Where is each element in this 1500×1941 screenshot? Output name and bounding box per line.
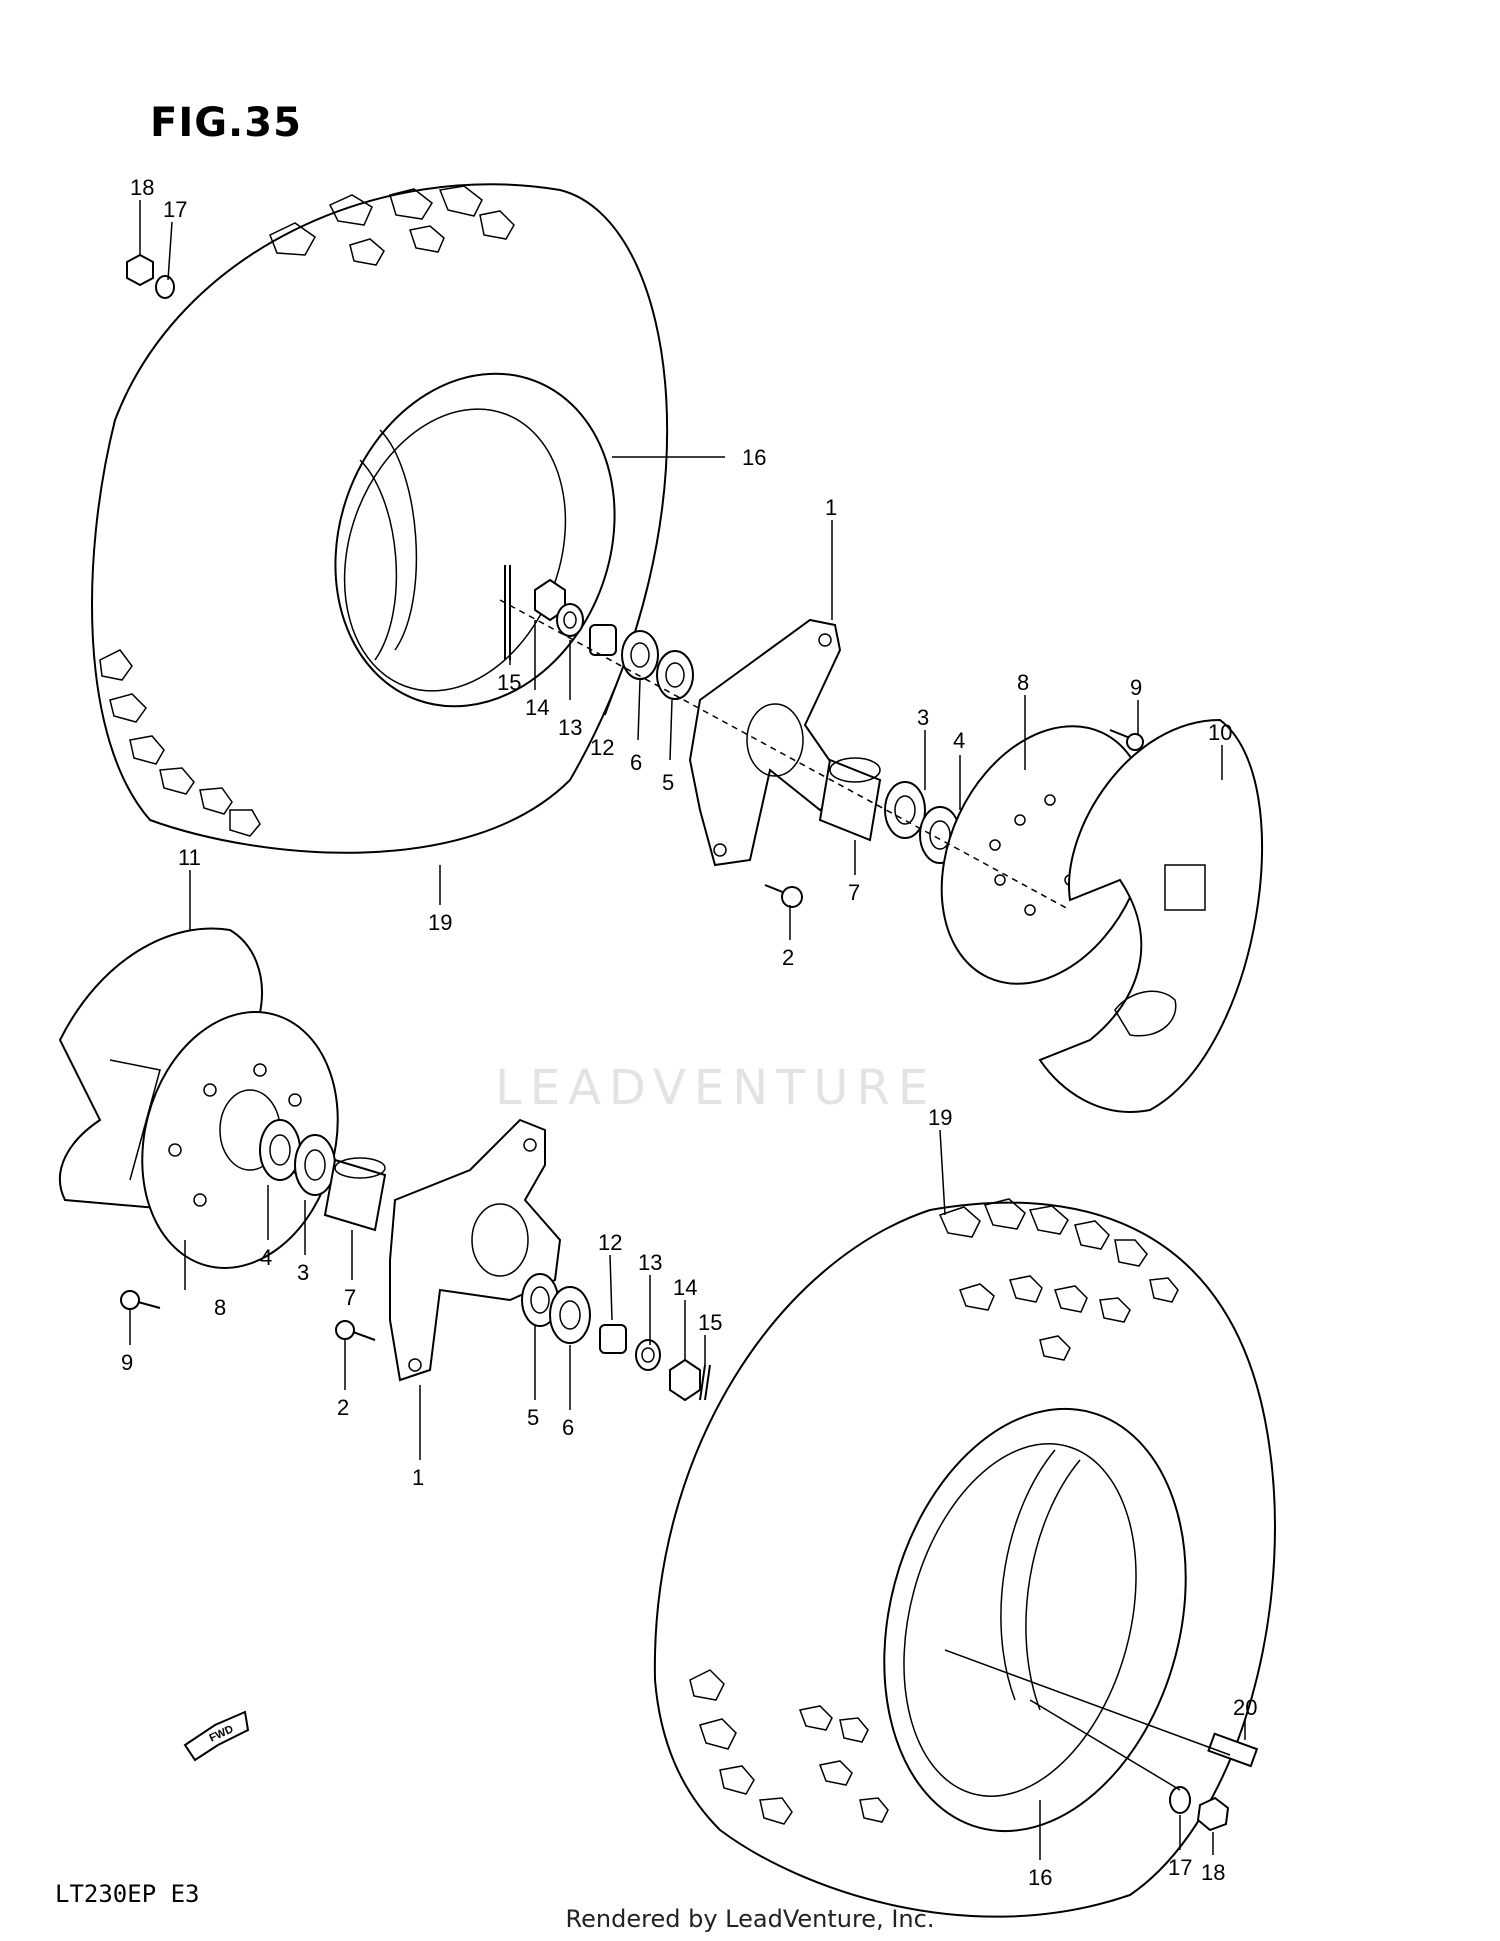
valve-stem-20	[1207, 1732, 1259, 1768]
render-credit: Rendered by LeadVenture, Inc.	[565, 1905, 935, 1933]
callout-17-bottom: 17	[1168, 1855, 1192, 1880]
callout-5-bottom: 5	[527, 1405, 539, 1430]
callout-2-top: 2	[782, 945, 794, 970]
callout-18-bottom: 18	[1201, 1860, 1225, 1885]
spacer-bottom	[599, 1324, 627, 1354]
callout-9-top: 9	[1130, 675, 1142, 700]
callout-7-top: 7	[848, 880, 860, 905]
washer-bottom	[635, 1339, 661, 1371]
callout-16-bottom: 16	[1028, 1865, 1052, 1890]
washer-17-bottom	[1169, 1786, 1191, 1814]
washer-top	[556, 603, 584, 637]
wheel-rim-bottom	[883, 1407, 1187, 1833]
disc-cover-top	[1038, 718, 1264, 1113]
nut-18-bottom	[1196, 1796, 1230, 1832]
bearing-top-outer	[656, 650, 694, 700]
bolt-2-bottom	[335, 1320, 376, 1341]
model-code: LT230EP E3	[55, 1880, 200, 1908]
callout-4-bottom: 4	[260, 1245, 272, 1270]
bearing-bottom-3	[294, 1134, 336, 1196]
fwd-arrow-icon: FWD	[183, 1710, 250, 1762]
callout-9-bottom: 9	[121, 1350, 133, 1375]
hub-top	[688, 618, 852, 867]
callout-19-top: 19	[428, 910, 452, 935]
hub-bottom	[389, 1118, 562, 1382]
oil-seal-bottom	[549, 1286, 591, 1344]
callout-11: 11	[178, 845, 201, 870]
leader-lines	[129, 200, 1246, 1860]
castle-nut-bottom	[669, 1358, 701, 1402]
callout-8-top: 8	[1017, 670, 1029, 695]
cotter-pin-top	[504, 565, 511, 660]
callout-8-bottom: 8	[214, 1295, 226, 1320]
figure-title: FIG.35	[150, 100, 302, 146]
callout-17-top: 17	[163, 197, 187, 222]
bearing-top-inner-3	[884, 781, 926, 839]
tire-bottom	[653, 1198, 1276, 1918]
callout-12-top: 12	[590, 735, 614, 760]
callout-1-top: 1	[825, 495, 837, 520]
oil-seal-top	[621, 630, 659, 680]
callout-13-top: 13	[558, 715, 582, 740]
callout-3-top: 3	[917, 705, 929, 730]
callout-15-top: 15	[497, 670, 521, 695]
callout-15-bottom: 15	[698, 1310, 722, 1335]
callout-14-bottom: 14	[673, 1275, 697, 1300]
bearing-bottom-4	[259, 1119, 301, 1181]
callout-2-bottom: 2	[337, 1395, 349, 1420]
callout-6-top: 6	[630, 750, 642, 775]
tire-top	[91, 183, 669, 854]
callout-16-top: 16	[742, 445, 766, 470]
spacer-sleeve-top	[818, 757, 882, 842]
nut-18-top	[126, 253, 154, 287]
callout-13-bottom: 13	[638, 1250, 662, 1275]
callout-20: 20	[1233, 1695, 1257, 1720]
bolt-2-top	[764, 884, 803, 908]
watermark-text: LEADVENTURE	[495, 1060, 937, 1116]
callout-18-top: 18	[130, 175, 154, 200]
cotter-pin-bottom	[699, 1364, 711, 1401]
spacer-sleeve-bottom	[323, 1157, 387, 1232]
bolt-9-bottom	[120, 1290, 161, 1310]
callout-14-top: 14	[525, 695, 549, 720]
callout-4-top: 4	[953, 728, 965, 753]
washer-17-top	[155, 275, 175, 299]
callout-12-bottom: 12	[598, 1230, 622, 1255]
bolt-9-top	[1109, 729, 1144, 751]
wheel-rim-top	[334, 372, 616, 708]
spacer-top	[589, 624, 617, 656]
callout-10: 10	[1208, 720, 1232, 745]
callout-19-bottom: 19	[928, 1105, 952, 1130]
callout-6-bottom: 6	[562, 1415, 574, 1440]
callout-7-bottom: 7	[344, 1285, 356, 1310]
callout-1-bottom: 1	[412, 1465, 424, 1490]
callout-5-top: 5	[662, 770, 674, 795]
callout-3-bottom: 3	[297, 1260, 309, 1285]
